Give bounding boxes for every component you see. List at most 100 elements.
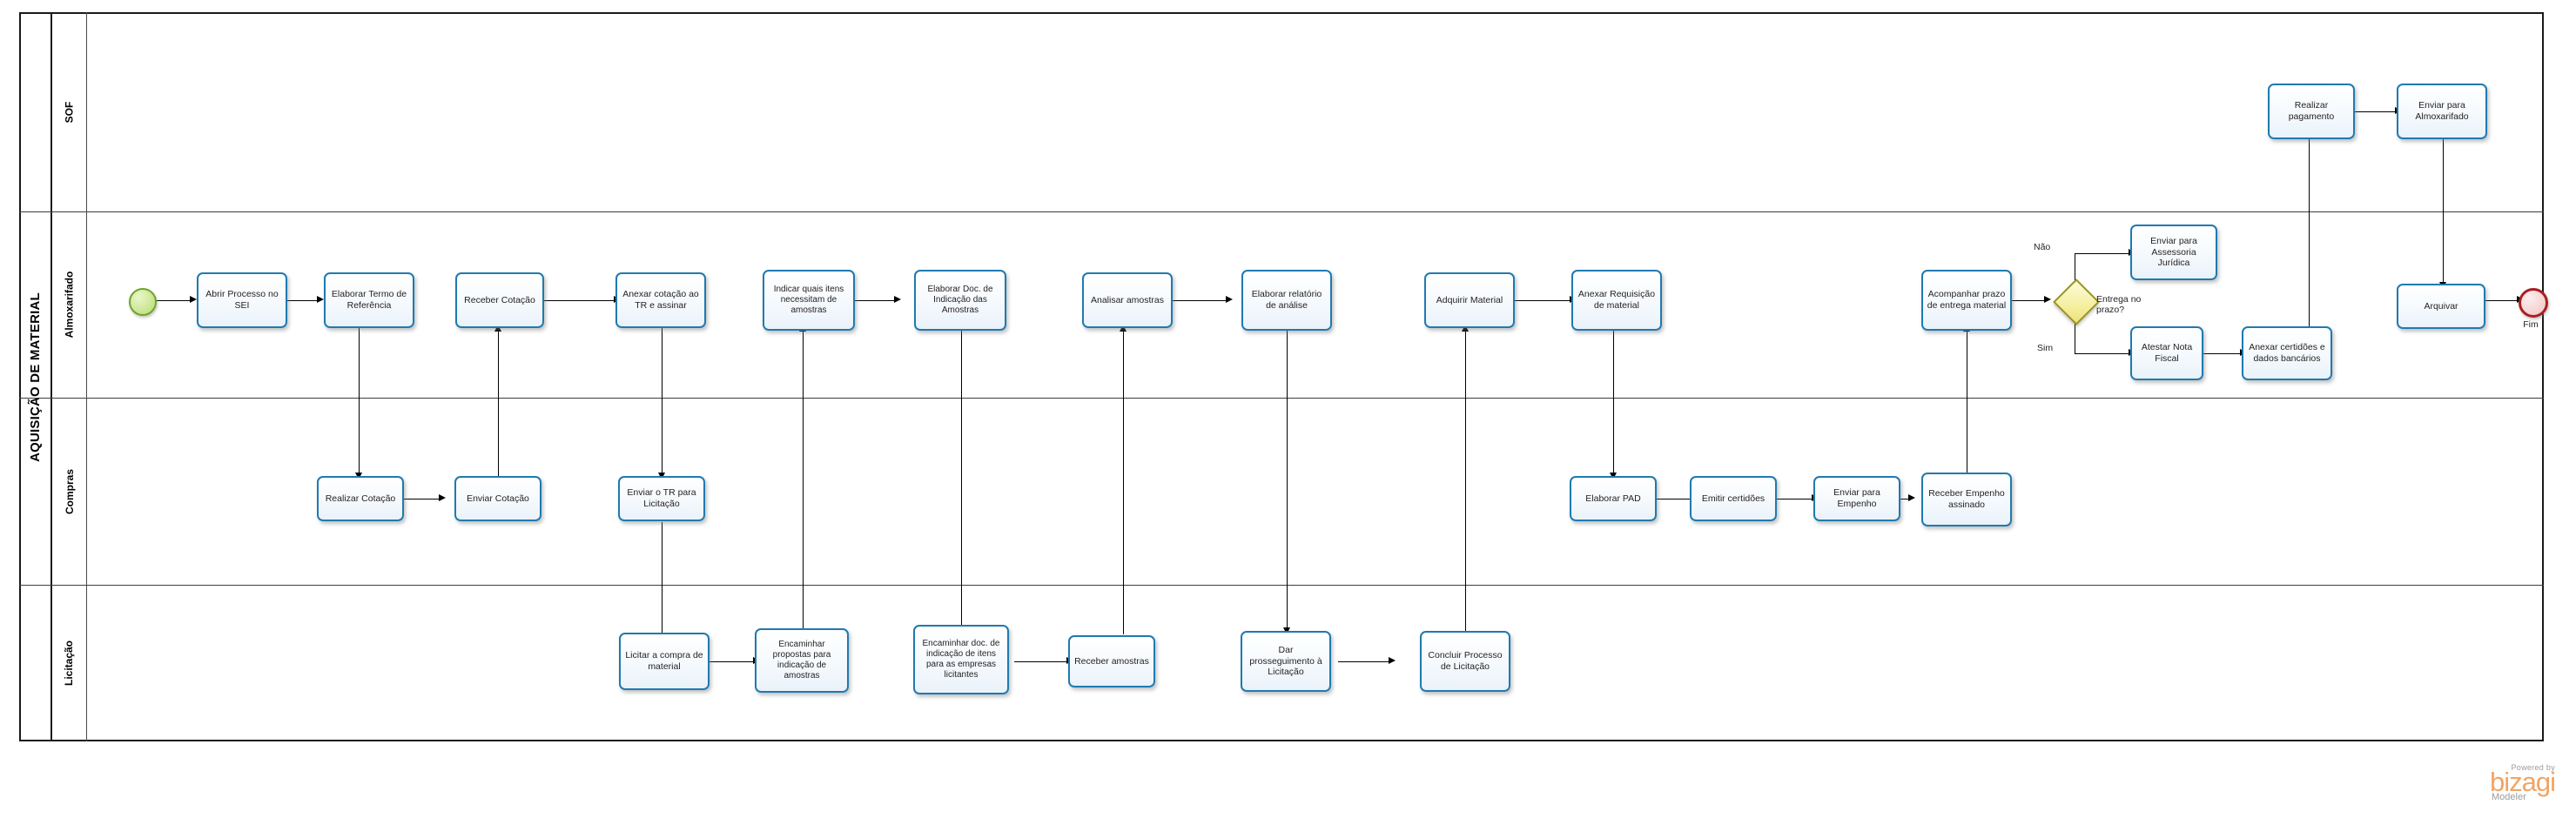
flow-requisicao-pad [1613,328,1615,476]
flow-certidoes-empenho [1777,499,1813,500]
lane-label-sof: SOF [63,101,76,123]
task-concluir-processo-de-licitacao[interactable]: Concluir Processo de Licitação [1420,631,1510,692]
flow-acompanhar-gateway [2010,300,2046,302]
gateway-label: Entrega no prazo? [2096,294,2142,316]
task-label: Elaborar Doc. de Indicação das Amostras [927,284,993,316]
task-indicar-quais-itens-necessitam-de-amostras[interactable]: Indicar quais itens necessitam de amostr… [763,270,855,331]
task-label: Anexar certidões e dados bancários [2249,342,2325,364]
flow-termo-realizarcotacao [359,328,360,476]
flow-receber-anexar [544,300,615,302]
task-encaminhar-propostas-para-indicacao-de-amostras[interactable]: Encaminhar propostas para indicação de a… [755,628,849,693]
flow-arquivar-end [2485,300,2519,302]
task-arquivar[interactable]: Arquivar [2397,284,2485,329]
lane-divider-1 [19,211,2544,212]
task-elaborar-termo-de-referencia[interactable]: Elaborar Termo de Referência [324,272,414,328]
bizagi-logo-text: bizagi [2490,767,2556,797]
task-elaborar-doc-de-indicacao-das-amostras[interactable]: Elaborar Doc. de Indicação das Amostras [914,270,1006,331]
lane-header-licitacao: Licitação [52,585,87,741]
task-adquirir-material[interactable]: Adquirir Material [1424,272,1515,328]
task-label: Dar prosseguimento à Licitação [1249,644,1322,678]
lane-header-compras: Compras [52,398,87,585]
flow-prosseguimento-concluir [1338,661,1390,663]
task-enviar-o-tr-para-licitacao[interactable]: Enviar o TR para Licitação [618,476,705,521]
task-enviar-para-empenho[interactable]: Enviar para Empenho [1813,476,1900,521]
task-receber-empenho-assinado[interactable]: Receber Empenho assinado [1921,473,2012,526]
flow-elaborardoc-encaminhardoc [961,328,963,631]
arrow-analisar-relatorio [1226,296,1233,303]
flow-relatorio-prosseguimento [1287,328,1288,631]
task-label: Arquivar [2424,300,2458,312]
task-label: Elaborar PAD [1585,493,1641,504]
task-label: Adquirir Material [1436,294,1503,305]
flow-receberamostras-analisar [1123,328,1125,634]
task-elaborar-relatorio-de-analise[interactable]: Elaborar relatório de análise [1241,270,1332,331]
lane-label-almoxarifado: Almoxarifado [63,271,76,339]
task-licitar-a-compra-de-material[interactable]: Licitar a compra de material [619,633,710,690]
end-event[interactable] [2519,288,2548,318]
task-label: Enviar para Almoxarifado [2415,100,2469,122]
arrow-realizar-enviar-cotacao [439,494,446,501]
flow-start-abrir [153,300,192,302]
task-label: Enviar Cotação [467,493,529,504]
task-acompanhar-prazo-de-entrega-material[interactable]: Acompanhar prazo de entrega material [1921,270,2012,331]
task-anexar-requisicao-de-material[interactable]: Anexar Requisição de material [1571,270,1662,331]
flow-gateway-nao-h [2075,253,2130,255]
lane-divider-3 [19,585,2544,586]
task-label: Realizar pagamento [2288,100,2335,122]
arrow-empenho-receber [1908,494,1915,501]
task-anexar-cotacao-ao-tr-e-assinar[interactable]: Anexar cotação ao TR e assinar [615,272,706,328]
task-label: Receber amostras [1074,655,1149,667]
task-label: Realizar Cotação [325,493,396,504]
task-label: Indicar quais itens necessitam de amostr… [773,284,844,316]
task-atestar-nota-fiscal[interactable]: Atestar Nota Fiscal [2130,326,2203,380]
task-anexar-certidoes-e-dados-bancarios[interactable]: Anexar certidões e dados bancários [2242,326,2332,380]
task-label: Analisar amostras [1090,294,1165,305]
pool-title: AQUISIÇÃO DE MATERIAL [19,12,52,741]
arrow-concluir-adquirir [1462,325,1469,332]
task-label: Anexar cotação ao TR e assinar [622,289,699,311]
flow-label-nao: Não [2034,242,2051,252]
task-abrir-processo-no-sei[interactable]: Abrir Processo no SEI [197,272,287,328]
task-emitir-certidoes[interactable]: Emitir certidões [1690,476,1777,521]
modeler-label: Modeler [2492,792,2526,802]
task-analisar-amostras[interactable]: Analisar amostras [1082,272,1173,328]
flow-atestar-anexarcertidoes [2203,353,2242,355]
flow-adquirir-requisicao [1515,300,1571,302]
flow-indicar-elaborardoc [855,300,896,302]
flow-enviaralmox-arquivar [2443,139,2445,285]
task-encaminhar-doc-de-indicacao-de-itens-para-as-empresas-licitantes[interactable]: Encaminhar doc. de indicação de itens pa… [913,625,1009,694]
task-elaborar-pad[interactable]: Elaborar PAD [1570,476,1657,521]
task-label: Atestar Nota Fiscal [2141,342,2193,364]
arrow-prosseguimento-concluir [1389,657,1396,664]
flow-anexarcertidoes-pagamento [2309,132,2310,328]
arrow-acompanhar-gateway [2044,296,2051,303]
task-label: Enviar o TR para Licitação [627,487,696,509]
task-enviar-para-almoxarifado[interactable]: Enviar para Almoxarifado [2397,84,2487,139]
task-label: Acompanhar prazo de entrega material [1927,289,2007,311]
pool-title-label: AQUISIÇÃO DE MATERIAL [27,292,43,462]
flow-enviarcotacao-recebercotacao [498,328,500,476]
task-enviar-cotacao[interactable]: Enviar Cotação [454,476,541,521]
end-event-label: Fim [2523,319,2539,330]
flow-propostas-indicar [803,328,804,634]
start-event[interactable] [129,288,157,316]
process-pool [19,12,2544,741]
arrow-start-abrir [190,296,197,303]
task-realizar-pagamento[interactable]: Realizar pagamento [2268,84,2355,139]
powered-by-label: Powered by [2511,763,2555,772]
task-label: Encaminhar propostas para indicação de a… [772,639,831,681]
flow-analisar-relatorio [1173,300,1227,302]
arrow-abrir-termo [317,296,324,303]
task-receber-amostras[interactable]: Receber amostras [1068,635,1155,687]
task-label: Abrir Processo no SEI [205,289,279,311]
task-receber-cotacao[interactable]: Receber Cotação [455,272,544,328]
flow-abrir-termo [287,300,319,302]
flow-label-sim: Sim [2037,343,2054,353]
task-dar-prosseguimento-a-licitacao[interactable]: Dar prosseguimento à Licitação [1241,631,1331,692]
task-realizar-cotacao[interactable]: Realizar Cotação [317,476,404,521]
task-enviar-para-assessoria-juridica[interactable]: Enviar para Assessoria Jurídica [2130,225,2217,280]
task-label: Receber Cotação [464,294,535,305]
task-label: Enviar para Empenho [1833,487,1880,509]
flow-encaminhardoc-receberamostras [1014,661,1068,663]
